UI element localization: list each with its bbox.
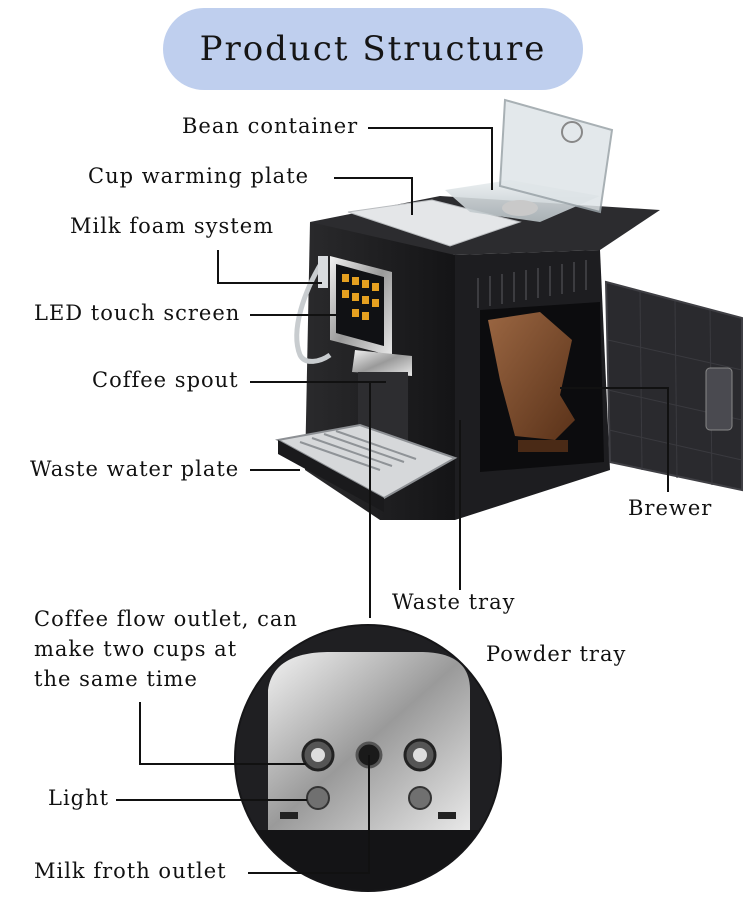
light-right (408, 786, 432, 810)
label-led-touch-screen: LED touch screen (34, 301, 241, 325)
sensor-right (438, 812, 456, 819)
label-waste-tray: Waste tray (392, 590, 516, 614)
label-brewer: Brewer (628, 496, 713, 520)
label-waste-water-plate: Waste water plate (30, 457, 240, 481)
leader-milk-froth-outlet (248, 755, 370, 874)
label-bean-container: Bean container (182, 114, 359, 138)
leader-lines (116, 127, 669, 874)
sensor-left (280, 812, 298, 819)
milk-tube (294, 260, 332, 364)
leader-brewer (560, 387, 669, 492)
page-title: Product Structure (199, 29, 547, 69)
label-milk-foam-system: Milk foam system (70, 214, 275, 238)
title-banner: Product Structure (163, 8, 583, 90)
coffee-flow-outlet-left (301, 738, 335, 772)
screen-icons (342, 274, 379, 320)
outlet-housing (268, 652, 470, 830)
bean-hopper-cap (502, 200, 538, 216)
drip-tray-base (278, 440, 384, 512)
drip-grate (299, 430, 417, 471)
label-light: Light (48, 786, 110, 810)
label-powder-tray: Powder tray (486, 642, 627, 666)
door-latch (705, 367, 733, 431)
label-coffee-spout: Coffee spout (92, 368, 239, 392)
milk-foam-nozzle (318, 256, 328, 288)
light-left (306, 786, 330, 810)
brewer-unit (488, 312, 575, 440)
bean-container-lid (498, 98, 614, 214)
waste-water-plate (275, 423, 458, 500)
brewer-base (518, 440, 568, 452)
leader-coffee-flow-outlet (139, 702, 306, 765)
lid-knob (561, 121, 583, 143)
leader-bean-container (368, 127, 493, 190)
coffee-flow-outlet-right (403, 738, 437, 772)
coffee-machine (275, 98, 743, 520)
label-cup-warming-plate: Cup warming plate (88, 164, 310, 188)
leader-milk-foam-system (217, 250, 322, 284)
label-coffee-flow-outlet: Coffee flow outlet, can make two cups at… (34, 607, 298, 691)
label-milk-froth-outlet: Milk froth outlet (34, 859, 227, 883)
vent-grille (477, 260, 587, 308)
coffee-spout (352, 350, 412, 376)
leader-cup-warming-plate (334, 177, 413, 215)
